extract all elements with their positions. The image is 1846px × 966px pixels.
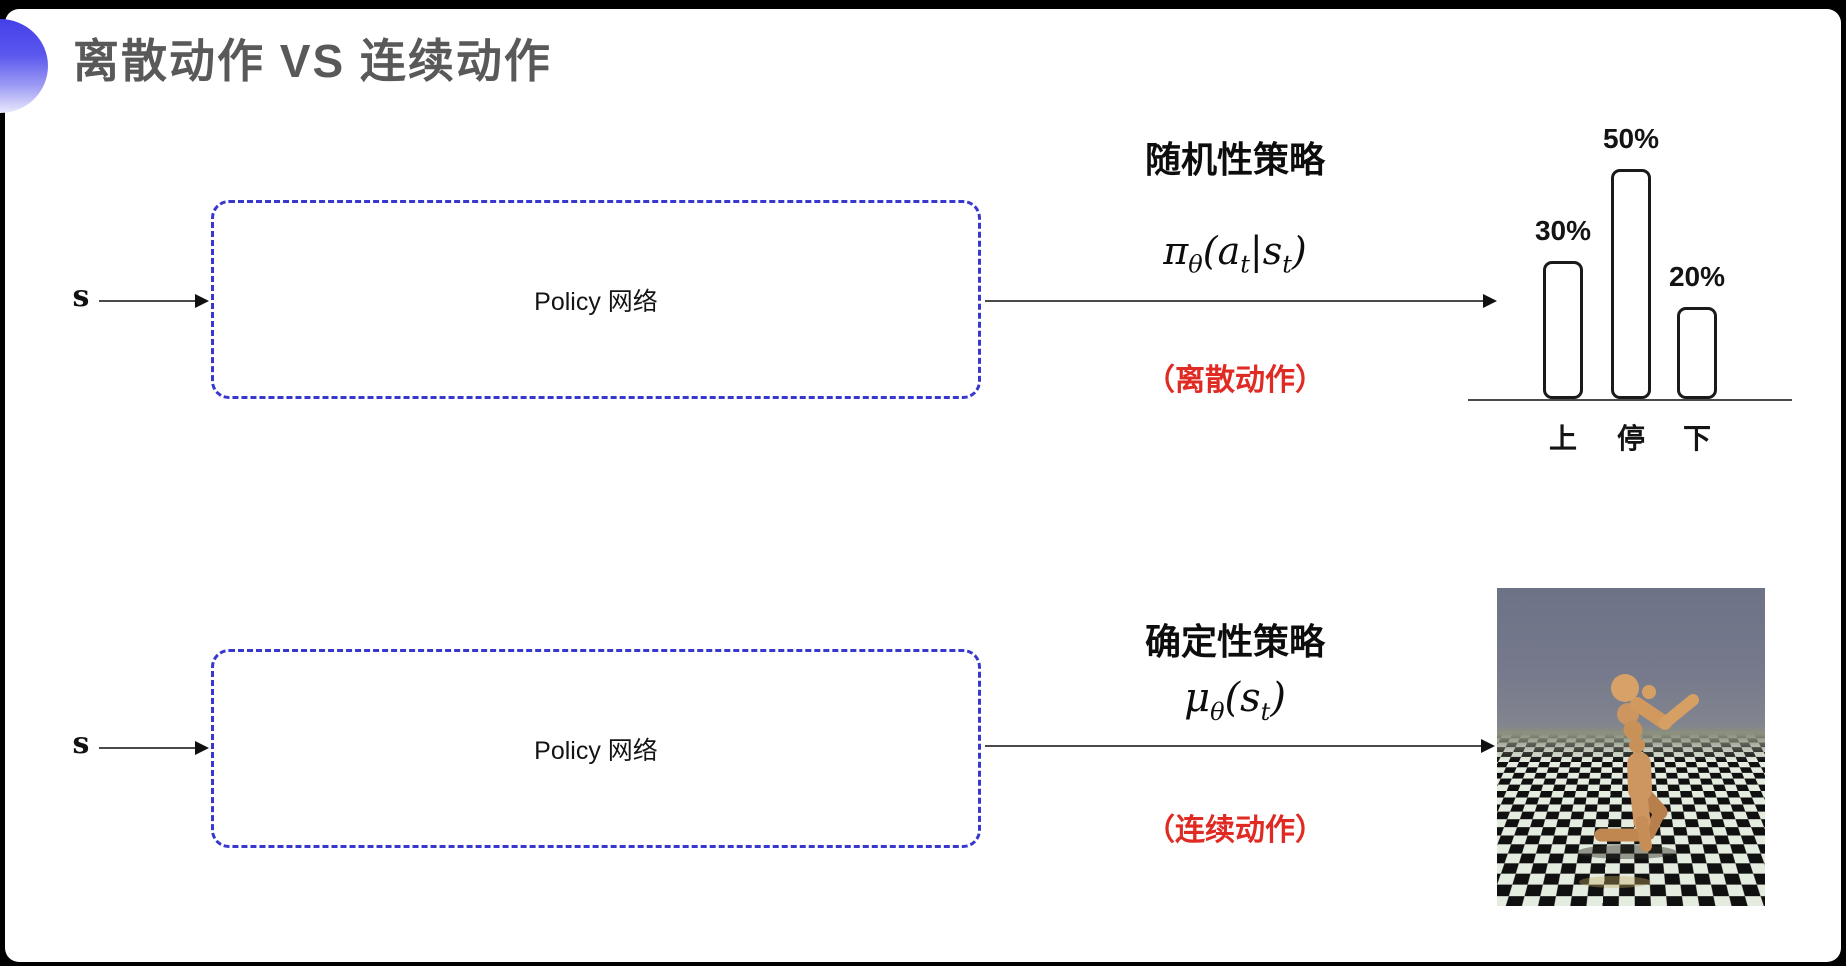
formula-arg: s (1240, 675, 1261, 721)
continuous-action-note: （连续动作） (1085, 805, 1385, 849)
formula-paren: ) (1292, 229, 1307, 273)
discrete-action-note: （离散动作） (1085, 355, 1385, 399)
bar-rect (1677, 307, 1717, 399)
chart-baseline (1468, 399, 1792, 401)
formula-subscript: t (1282, 251, 1292, 279)
arrow-state-to-policy-bottom (99, 747, 197, 749)
deterministic-policy-title: 确定性策略 (1055, 613, 1415, 665)
policy-network-label-top: Policy 网络 (534, 282, 658, 318)
policy-network-box-top: Policy 网络 (211, 200, 981, 399)
arrow-policy-to-output-bottom (985, 745, 1483, 747)
policy-network-box-bottom: Policy 网络 (211, 649, 981, 848)
formula-separator: | (1250, 229, 1263, 273)
arrow-policy-to-output-top (985, 300, 1485, 302)
bar-value-label: 30% (1535, 215, 1591, 247)
state-input-label-bottom: s (61, 726, 101, 761)
policy-network-label-bottom: Policy 网络 (534, 731, 658, 767)
stochastic-policy-title: 随机性策略 (1055, 131, 1415, 183)
formula-paren: ) (1270, 675, 1286, 721)
deterministic-policy-formula: μθ(st) (1055, 675, 1415, 726)
formula-arg: a (1218, 229, 1241, 273)
bar-value-label: 50% (1603, 123, 1659, 155)
humanoid-robot-figure (1497, 588, 1765, 906)
title-bullet-crescent-icon (0, 19, 48, 113)
arrow-state-to-policy-top (99, 300, 197, 302)
formula-arg: s (1263, 229, 1283, 273)
bar-category-label: 下 (1657, 417, 1737, 457)
state-input-label-top: s (61, 279, 101, 314)
formula-symbol: π (1163, 229, 1188, 273)
bar-rect (1611, 169, 1651, 399)
formula-paren: ( (1203, 229, 1218, 273)
page-title: 离散动作 VS 连续动作 (73, 25, 552, 91)
formula-subscript: θ (1188, 251, 1202, 279)
bar-column: 20% (1657, 261, 1737, 399)
formula-subscript: t (1261, 698, 1271, 726)
formula-subscript: t (1240, 251, 1250, 279)
bar-value-label: 20% (1669, 261, 1725, 293)
formula-subscript: θ (1210, 698, 1224, 726)
formula-paren: ( (1225, 675, 1241, 721)
formula-symbol: μ (1184, 675, 1210, 721)
action-bar-chart: 30% 50% 20% 上 停 下 (1468, 91, 1792, 461)
stochastic-policy-formula: πθ(at|st) (1055, 229, 1415, 279)
bar-rect (1543, 261, 1583, 399)
humanoid-simulation-image (1497, 588, 1765, 906)
